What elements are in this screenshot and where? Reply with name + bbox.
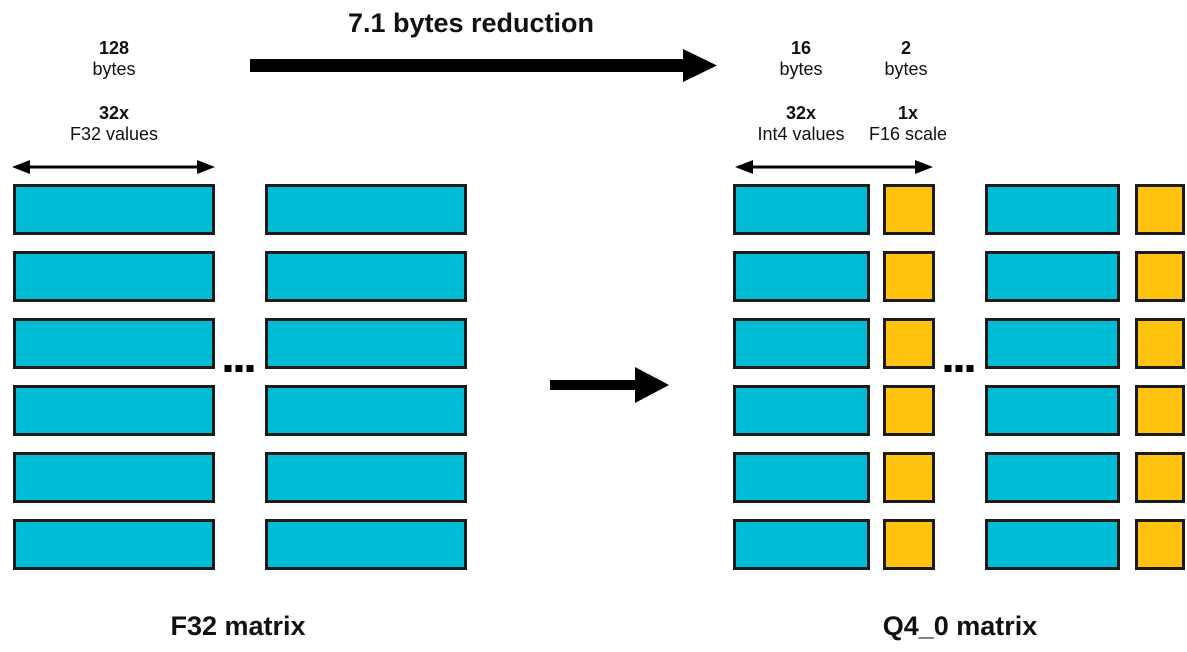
q4-values-column-2 (985, 184, 1120, 570)
q4-values-count-label: 32x Int4 values (757, 103, 844, 145)
f32-width-arrow-icon (12, 160, 215, 174)
int4-values-block (985, 318, 1120, 369)
f32-matrix-column-1 (13, 184, 215, 570)
f32-value-block (265, 184, 467, 235)
f32-value-block (13, 318, 215, 369)
f32-value-block (13, 251, 215, 302)
int4-values-block (733, 452, 870, 503)
q4-values-bytes-unit: bytes (779, 59, 823, 79)
int4-values-block (985, 184, 1120, 235)
f32-value-block (13, 184, 215, 235)
f16-scale-block (883, 519, 935, 570)
int4-values-block (733, 184, 870, 235)
q4-scale-column-1 (883, 184, 935, 570)
f16-scale-block (883, 318, 935, 369)
q4-scale-count-value: 1x (897, 103, 919, 123)
int4-values-block (733, 385, 870, 436)
f32-count-unit: F32 values (69, 124, 159, 144)
f32-value-block (13, 385, 215, 436)
f16-scale-block (883, 251, 935, 302)
f32-bytes-label: 128 bytes (92, 38, 135, 80)
f32-value-block (265, 251, 467, 302)
f32-value-block (13, 452, 215, 503)
ellipsis-icon: ... (224, 365, 254, 372)
f32-value-block (265, 519, 467, 570)
q4-width-arrow-icon (735, 160, 933, 174)
f16-scale-block (883, 385, 935, 436)
ellipsis-icon: ... (944, 365, 974, 372)
int4-values-block (985, 385, 1120, 436)
f32-bytes-unit: bytes (92, 59, 136, 79)
f16-scale-block (1135, 184, 1185, 235)
q4-scale-bytes-value: 2 (900, 38, 911, 58)
f16-scale-block (1135, 385, 1185, 436)
int4-values-block (985, 251, 1120, 302)
q4-values-bytes-label: 16 bytes (779, 38, 822, 80)
f32-value-block (265, 385, 467, 436)
q4-values-column-1 (733, 184, 870, 570)
f32-value-block (265, 452, 467, 503)
f32-bytes-value: 128 (98, 38, 130, 58)
q4-scale-bytes-unit: bytes (884, 59, 928, 79)
q4-values-count-value: 32x (785, 103, 817, 123)
int4-values-block (985, 519, 1120, 570)
q4-scale-count-label: 1x F16 scale (869, 103, 947, 145)
int4-values-block (985, 452, 1120, 503)
f16-scale-block (1135, 452, 1185, 503)
int4-values-block (733, 519, 870, 570)
f32-matrix-caption: F32 matrix (170, 611, 306, 641)
reduction-title: 7.1 bytes reduction (347, 8, 595, 38)
reduction-arrow-icon (250, 49, 717, 82)
f16-scale-block (883, 184, 935, 235)
q4-values-count-unit: Int4 values (757, 124, 845, 144)
q4-scale-column-2 (1135, 184, 1185, 570)
f16-scale-block (1135, 251, 1185, 302)
f32-count-value: 32x (98, 103, 130, 123)
int4-values-block (733, 251, 870, 302)
f32-value-block (13, 519, 215, 570)
q4-values-bytes-value: 16 (790, 38, 812, 58)
q4-scale-count-unit: F16 scale (868, 124, 948, 144)
q4-matrix-caption: Q4_0 matrix (882, 611, 1038, 641)
q4-scale-bytes-label: 2 bytes (884, 38, 927, 80)
f32-count-label: 32x F32 values (70, 103, 158, 145)
f16-scale-block (1135, 519, 1185, 570)
f32-matrix-column-2 (265, 184, 467, 570)
conversion-arrow-icon (550, 367, 669, 403)
f16-scale-block (1135, 318, 1185, 369)
int4-values-block (733, 318, 870, 369)
f16-scale-block (883, 452, 935, 503)
f32-value-block (265, 318, 467, 369)
